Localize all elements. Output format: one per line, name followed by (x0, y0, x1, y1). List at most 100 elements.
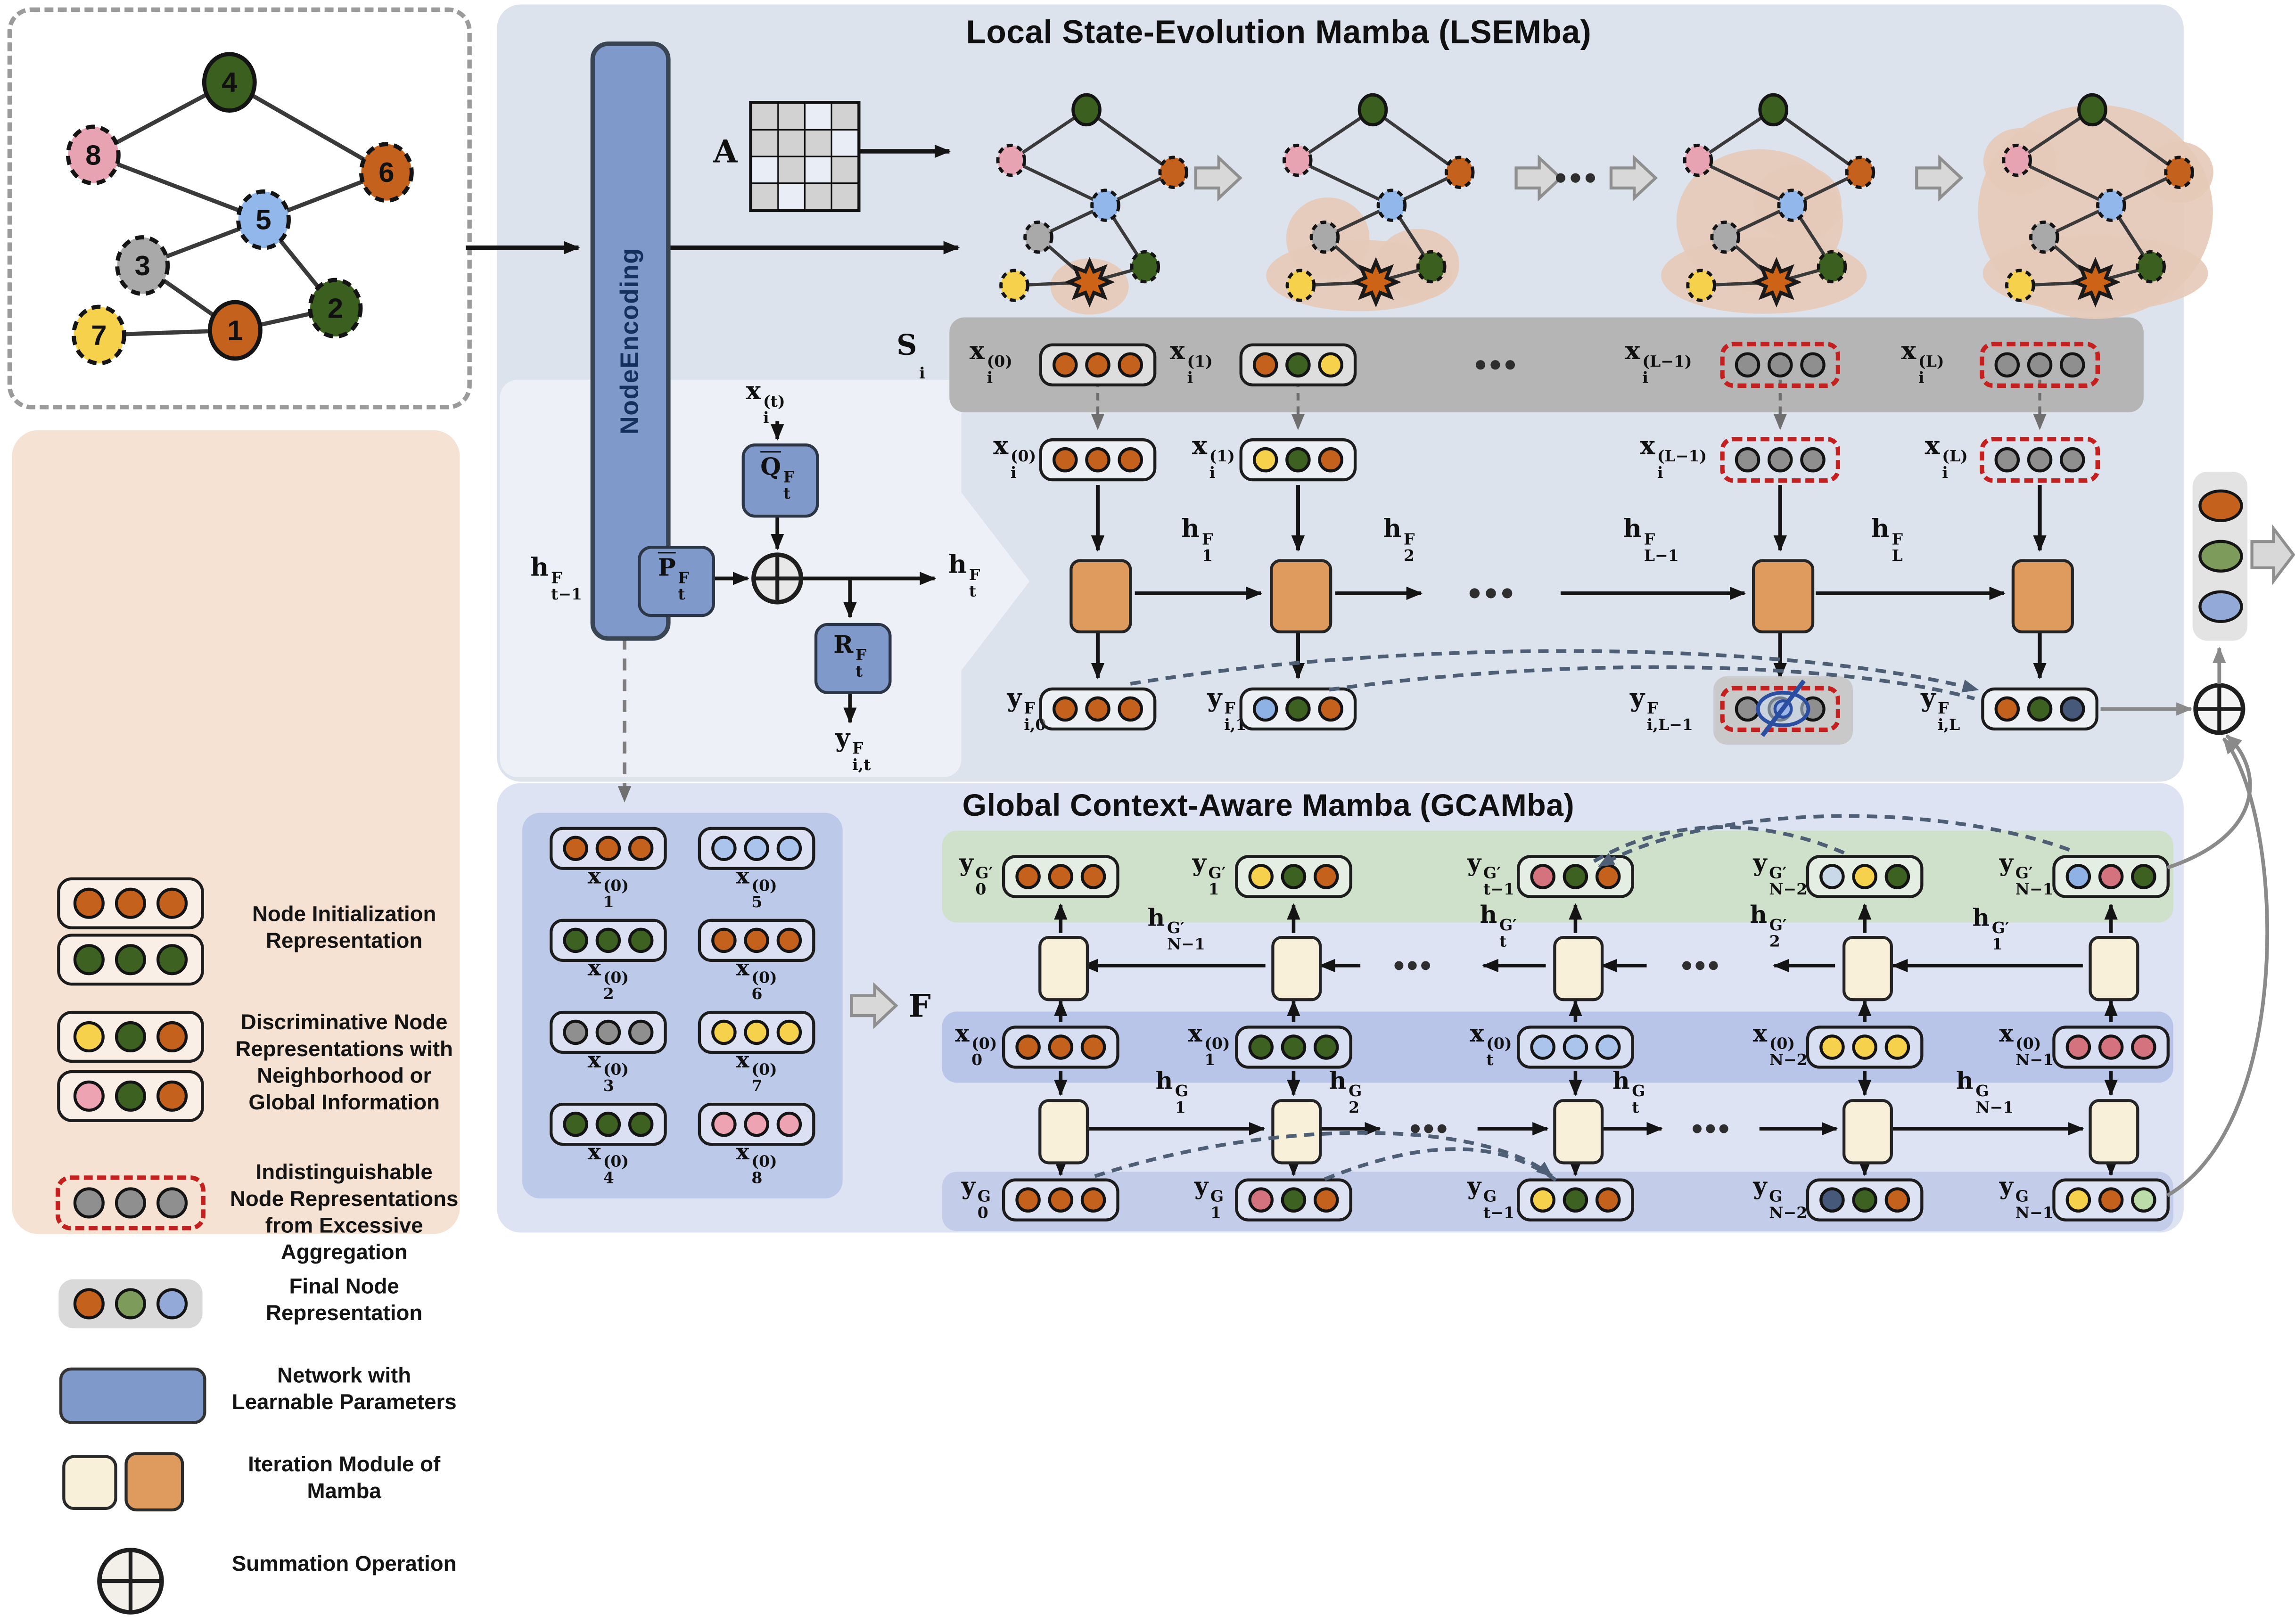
math-sub: i (1010, 464, 1017, 482)
orange-dot (1053, 352, 1078, 377)
orange-dot (73, 1288, 105, 1320)
math-base: h (530, 553, 549, 583)
legend-network-swatch (59, 1367, 206, 1424)
math-sup: (0) (603, 1061, 629, 1079)
lightblue-dot (1595, 1034, 1621, 1060)
green-dot (1285, 696, 1311, 722)
green-dot (2131, 864, 2156, 889)
gcamba-x-label: x(0)N−2 (1753, 1019, 1808, 1069)
green-dot (1563, 864, 1588, 889)
gcamba-forward-module (1553, 1099, 1604, 1165)
orange-dot (115, 887, 147, 919)
si-label: S i (897, 329, 925, 383)
orange-dot (776, 927, 802, 953)
orange-dot (628, 836, 654, 861)
yellow-dot (711, 1019, 737, 1045)
math-sup: G (1210, 1188, 1224, 1206)
orange-dot (1053, 696, 1078, 722)
math-base: y (1207, 684, 1222, 714)
math-sup: G′ (1991, 919, 2009, 937)
mgreen-dot (2197, 540, 2243, 573)
math-sup: F (852, 740, 864, 758)
gray-dot (115, 1187, 147, 1219)
math-base: x (993, 432, 1009, 462)
green-dot (1281, 1034, 1307, 1060)
math-sup: (0) (751, 877, 777, 895)
math-base: Q (760, 452, 781, 481)
lightblue-dot (711, 836, 737, 861)
red-dot (2098, 1034, 2124, 1060)
yellow-dot (1318, 352, 1343, 377)
xblock-label: x(0)1 (588, 863, 629, 911)
mblue-dot (2197, 590, 2243, 623)
math-sup: G′ (1208, 864, 1226, 883)
math-base: h (1612, 1066, 1630, 1095)
math-sup: (0) (751, 1061, 777, 1079)
yellow-dot (1248, 864, 1274, 889)
gray-dot (1768, 352, 1793, 377)
math-base: y (1753, 1172, 1767, 1200)
math-sup (919, 350, 925, 366)
green-dot (156, 944, 188, 976)
legend-chip-indistinguishable (56, 1175, 206, 1230)
math-sub: N−1 (2015, 881, 2054, 899)
yellow-dot (1852, 1034, 1877, 1060)
math-sub: 0 (977, 1204, 988, 1222)
orange-dot (1994, 696, 2020, 722)
lightblue-dot (744, 836, 769, 861)
math-sup: (0) (751, 969, 777, 987)
math-base: y (1467, 1172, 1481, 1200)
math-sub: i (1642, 369, 1648, 387)
math-sup: F (783, 468, 795, 486)
orange-dot (1313, 1187, 1339, 1213)
lsemba-x-label: x(L)i (1925, 432, 1968, 482)
yellow-dot (2065, 1187, 2091, 1213)
gcamba-ybot-chip-3 (1806, 1178, 1924, 1222)
gcamba-backward-module (2089, 935, 2139, 1001)
summation-operator (95, 1545, 166, 1624)
si-chip-3 (1980, 342, 2100, 388)
math-sup: (0) (1204, 1035, 1230, 1053)
math-sup: G (1175, 1083, 1189, 1100)
green-dot (1248, 1034, 1274, 1060)
gcamba-ybot-chip-0 (1002, 1178, 1119, 1222)
math-scripts: i (919, 350, 925, 382)
gray-dot (1994, 447, 2020, 473)
matrix-cell (752, 104, 778, 129)
si-item-label: x(1)i (1170, 337, 1213, 387)
pink-dot (744, 1111, 769, 1137)
orange-dot (1595, 1187, 1621, 1213)
math-base: F (908, 987, 931, 1025)
math-sup: (1) (1209, 447, 1235, 466)
math-scripts: G′0 (975, 865, 993, 899)
math-sup: (0) (1010, 447, 1036, 466)
gcamba-forward-module (2089, 1099, 2139, 1165)
math-base: x (746, 377, 761, 407)
orange-dot (711, 927, 737, 953)
math-sup: (t) (763, 393, 785, 411)
gray-dot (628, 1019, 654, 1045)
math-scripts: (t)i (763, 394, 785, 427)
legend-label-indistinguishable: Indistinguishable Node Representations f… (230, 1161, 459, 1265)
math-sub: N−1 (2015, 1204, 2054, 1222)
math-sub: i (1918, 369, 1925, 387)
matrix-cell (832, 104, 858, 129)
math-sub: t (1499, 933, 1507, 951)
green-dot (595, 927, 621, 953)
xblock-label: x(0)4 (588, 1139, 629, 1187)
math-base: x (587, 1138, 601, 1165)
orange-dot (744, 927, 769, 953)
xblock-chip-1 (550, 827, 667, 870)
orange-dot (1048, 1034, 1074, 1060)
math-base: h (1147, 903, 1165, 932)
math-sup: F (969, 566, 980, 584)
matrix-cell (805, 104, 831, 129)
legend-label-discriminative: Discriminative Node Representations with… (235, 1011, 453, 1115)
gcamba-x-chip-0 (1002, 1025, 1119, 1069)
yellow-dot (1819, 1034, 1845, 1060)
